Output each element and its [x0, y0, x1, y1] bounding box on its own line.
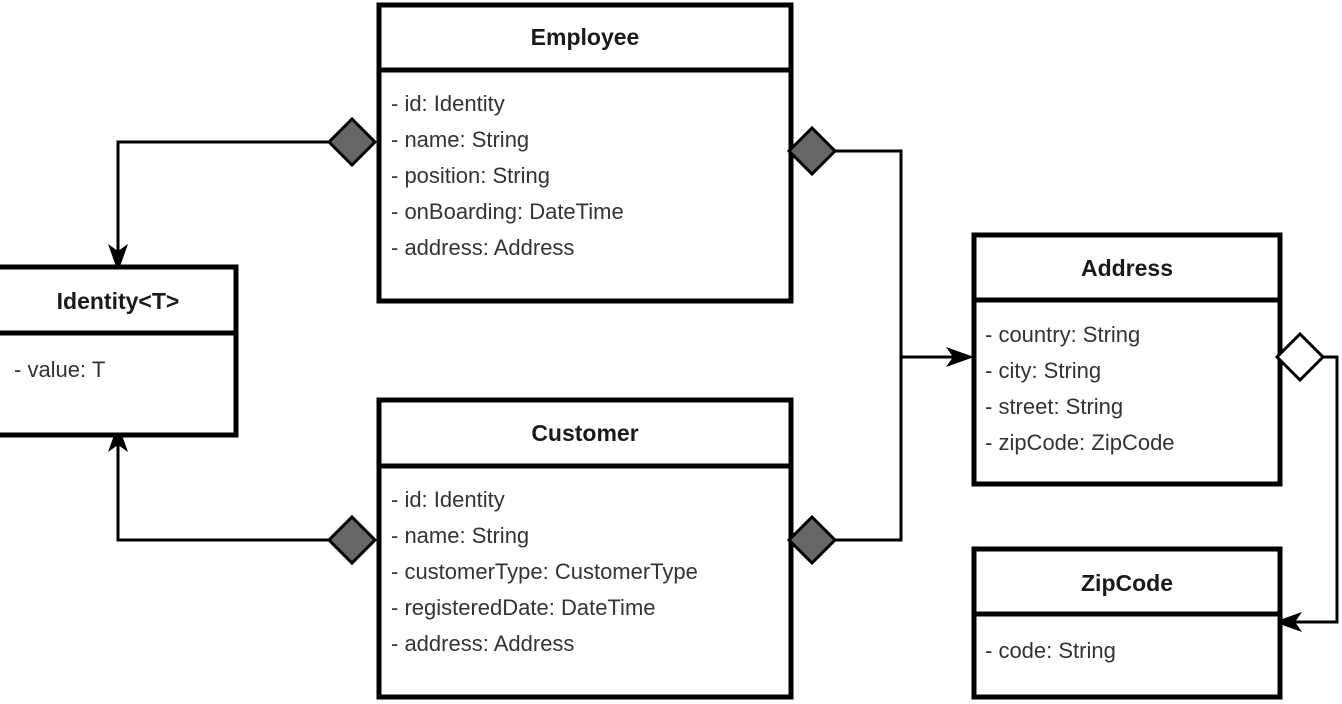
class-box-customer[interactable]: Customer - id: Identity - name: String -… — [376, 397, 794, 700]
connector-customer-address[interactable] — [830, 357, 903, 542]
class-box-identity[interactable]: Identity<T> - value: T — [0, 264, 239, 438]
attribute-row: - address: Address — [391, 631, 574, 656]
connector-customer-identity[interactable] — [108, 424, 330, 542]
attribute-row: - street: String — [985, 394, 1123, 419]
markers-layer — [326, 116, 1326, 566]
attribute-row: - id: Identity — [391, 91, 505, 116]
class-box-employee[interactable]: Employee - id: Identity - name: String -… — [376, 2, 794, 304]
open-arrow-icon — [946, 347, 974, 367]
attribute-row: - address: Address — [391, 235, 574, 260]
attribute-row: - id: Identity — [391, 487, 505, 512]
connector-employee-identity[interactable] — [108, 140, 330, 272]
class-box-identity-rect — [0, 264, 239, 438]
attribute-row: - name: String — [391, 523, 529, 548]
open-arrow-icon — [108, 424, 128, 452]
attribute-row: - country: String — [985, 322, 1140, 347]
attribute-row: - city: String — [985, 358, 1101, 383]
filled-diamond-icon — [326, 514, 378, 566]
connector-address-zipcode-path — [1290, 355, 1339, 624]
filled-diamond-icon — [786, 125, 838, 177]
attribute-row: - customerType: CustomerType — [391, 559, 698, 584]
connector-employee-identity-path — [116, 140, 330, 256]
connector-customer-identity-path — [116, 443, 330, 542]
attribute-row: - onBoarding: DateTime — [391, 199, 624, 224]
connector-employee-address[interactable] — [830, 149, 903, 357]
attribute-row: - position: String — [391, 163, 550, 188]
class-name-zipcode: ZipCode — [1081, 570, 1173, 596]
class-name-identity: Identity<T> — [57, 288, 180, 314]
attribute-row: - code: String — [985, 638, 1116, 663]
connectors-layer — [108, 140, 1339, 632]
hollow-diamond-icon — [1274, 331, 1326, 383]
attribute-row: - zipCode: ZipCode — [985, 430, 1175, 455]
filled-diamond-icon — [786, 514, 838, 566]
connector-customer-address-path — [830, 357, 903, 542]
open-arrow-icon — [108, 244, 128, 272]
class-box-customer-rect — [376, 397, 794, 700]
class-box-zipcode-rect — [971, 546, 1283, 700]
open-arrow-icon — [1274, 612, 1302, 632]
class-name-customer: Customer — [531, 420, 638, 446]
connector-employee-address-path — [830, 149, 903, 357]
class-box-zipcode[interactable]: ZipCode - code: String — [971, 546, 1283, 700]
class-name-employee: Employee — [531, 24, 640, 50]
filled-diamond-icon — [326, 116, 378, 168]
connector-address-zipcode[interactable] — [1274, 355, 1339, 632]
connector-address-entry[interactable] — [901, 347, 974, 367]
attribute-row: - value: T — [14, 357, 105, 382]
class-box-address[interactable]: Address - country: String - city: String… — [971, 232, 1283, 487]
attribute-row: - name: String — [391, 127, 529, 152]
class-name-address: Address — [1081, 255, 1173, 281]
attribute-row: - registeredDate: DateTime — [391, 595, 656, 620]
class-box-address-rect — [971, 232, 1283, 487]
